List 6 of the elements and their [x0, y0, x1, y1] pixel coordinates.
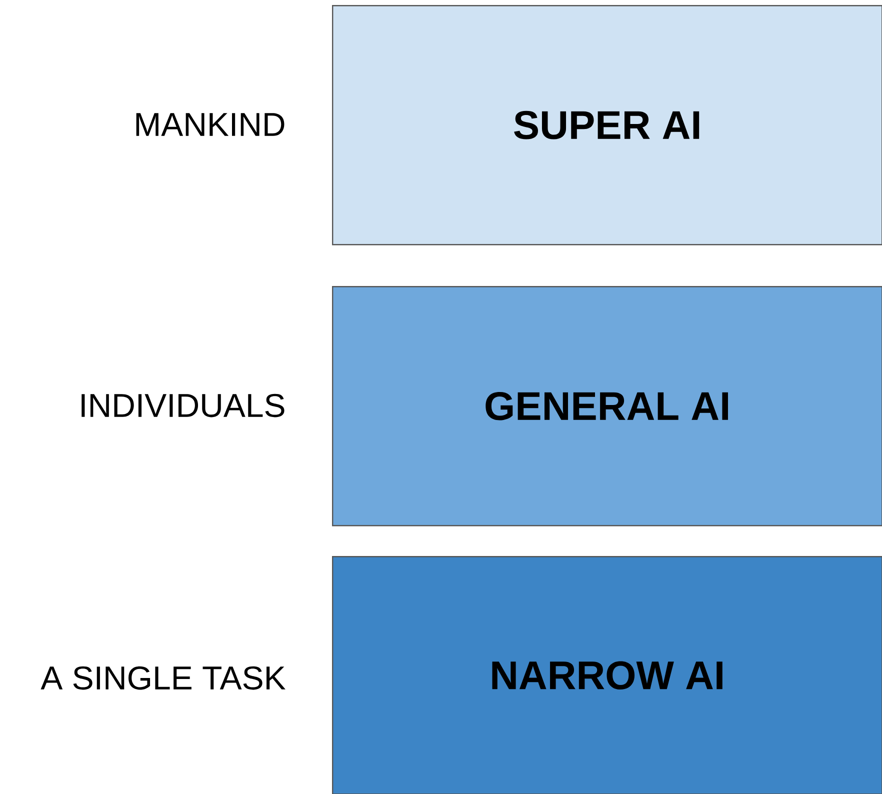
side-label: A SINGLE TASK: [40, 666, 286, 690]
side-label: MANKIND: [136, 113, 284, 136]
level-box: NARROW AI: [332, 556, 882, 794]
level-box: GENERAL AI: [332, 286, 882, 526]
level-box: SUPER AI: [332, 5, 882, 246]
side-label: INDIVIDUALS: [82, 394, 284, 418]
